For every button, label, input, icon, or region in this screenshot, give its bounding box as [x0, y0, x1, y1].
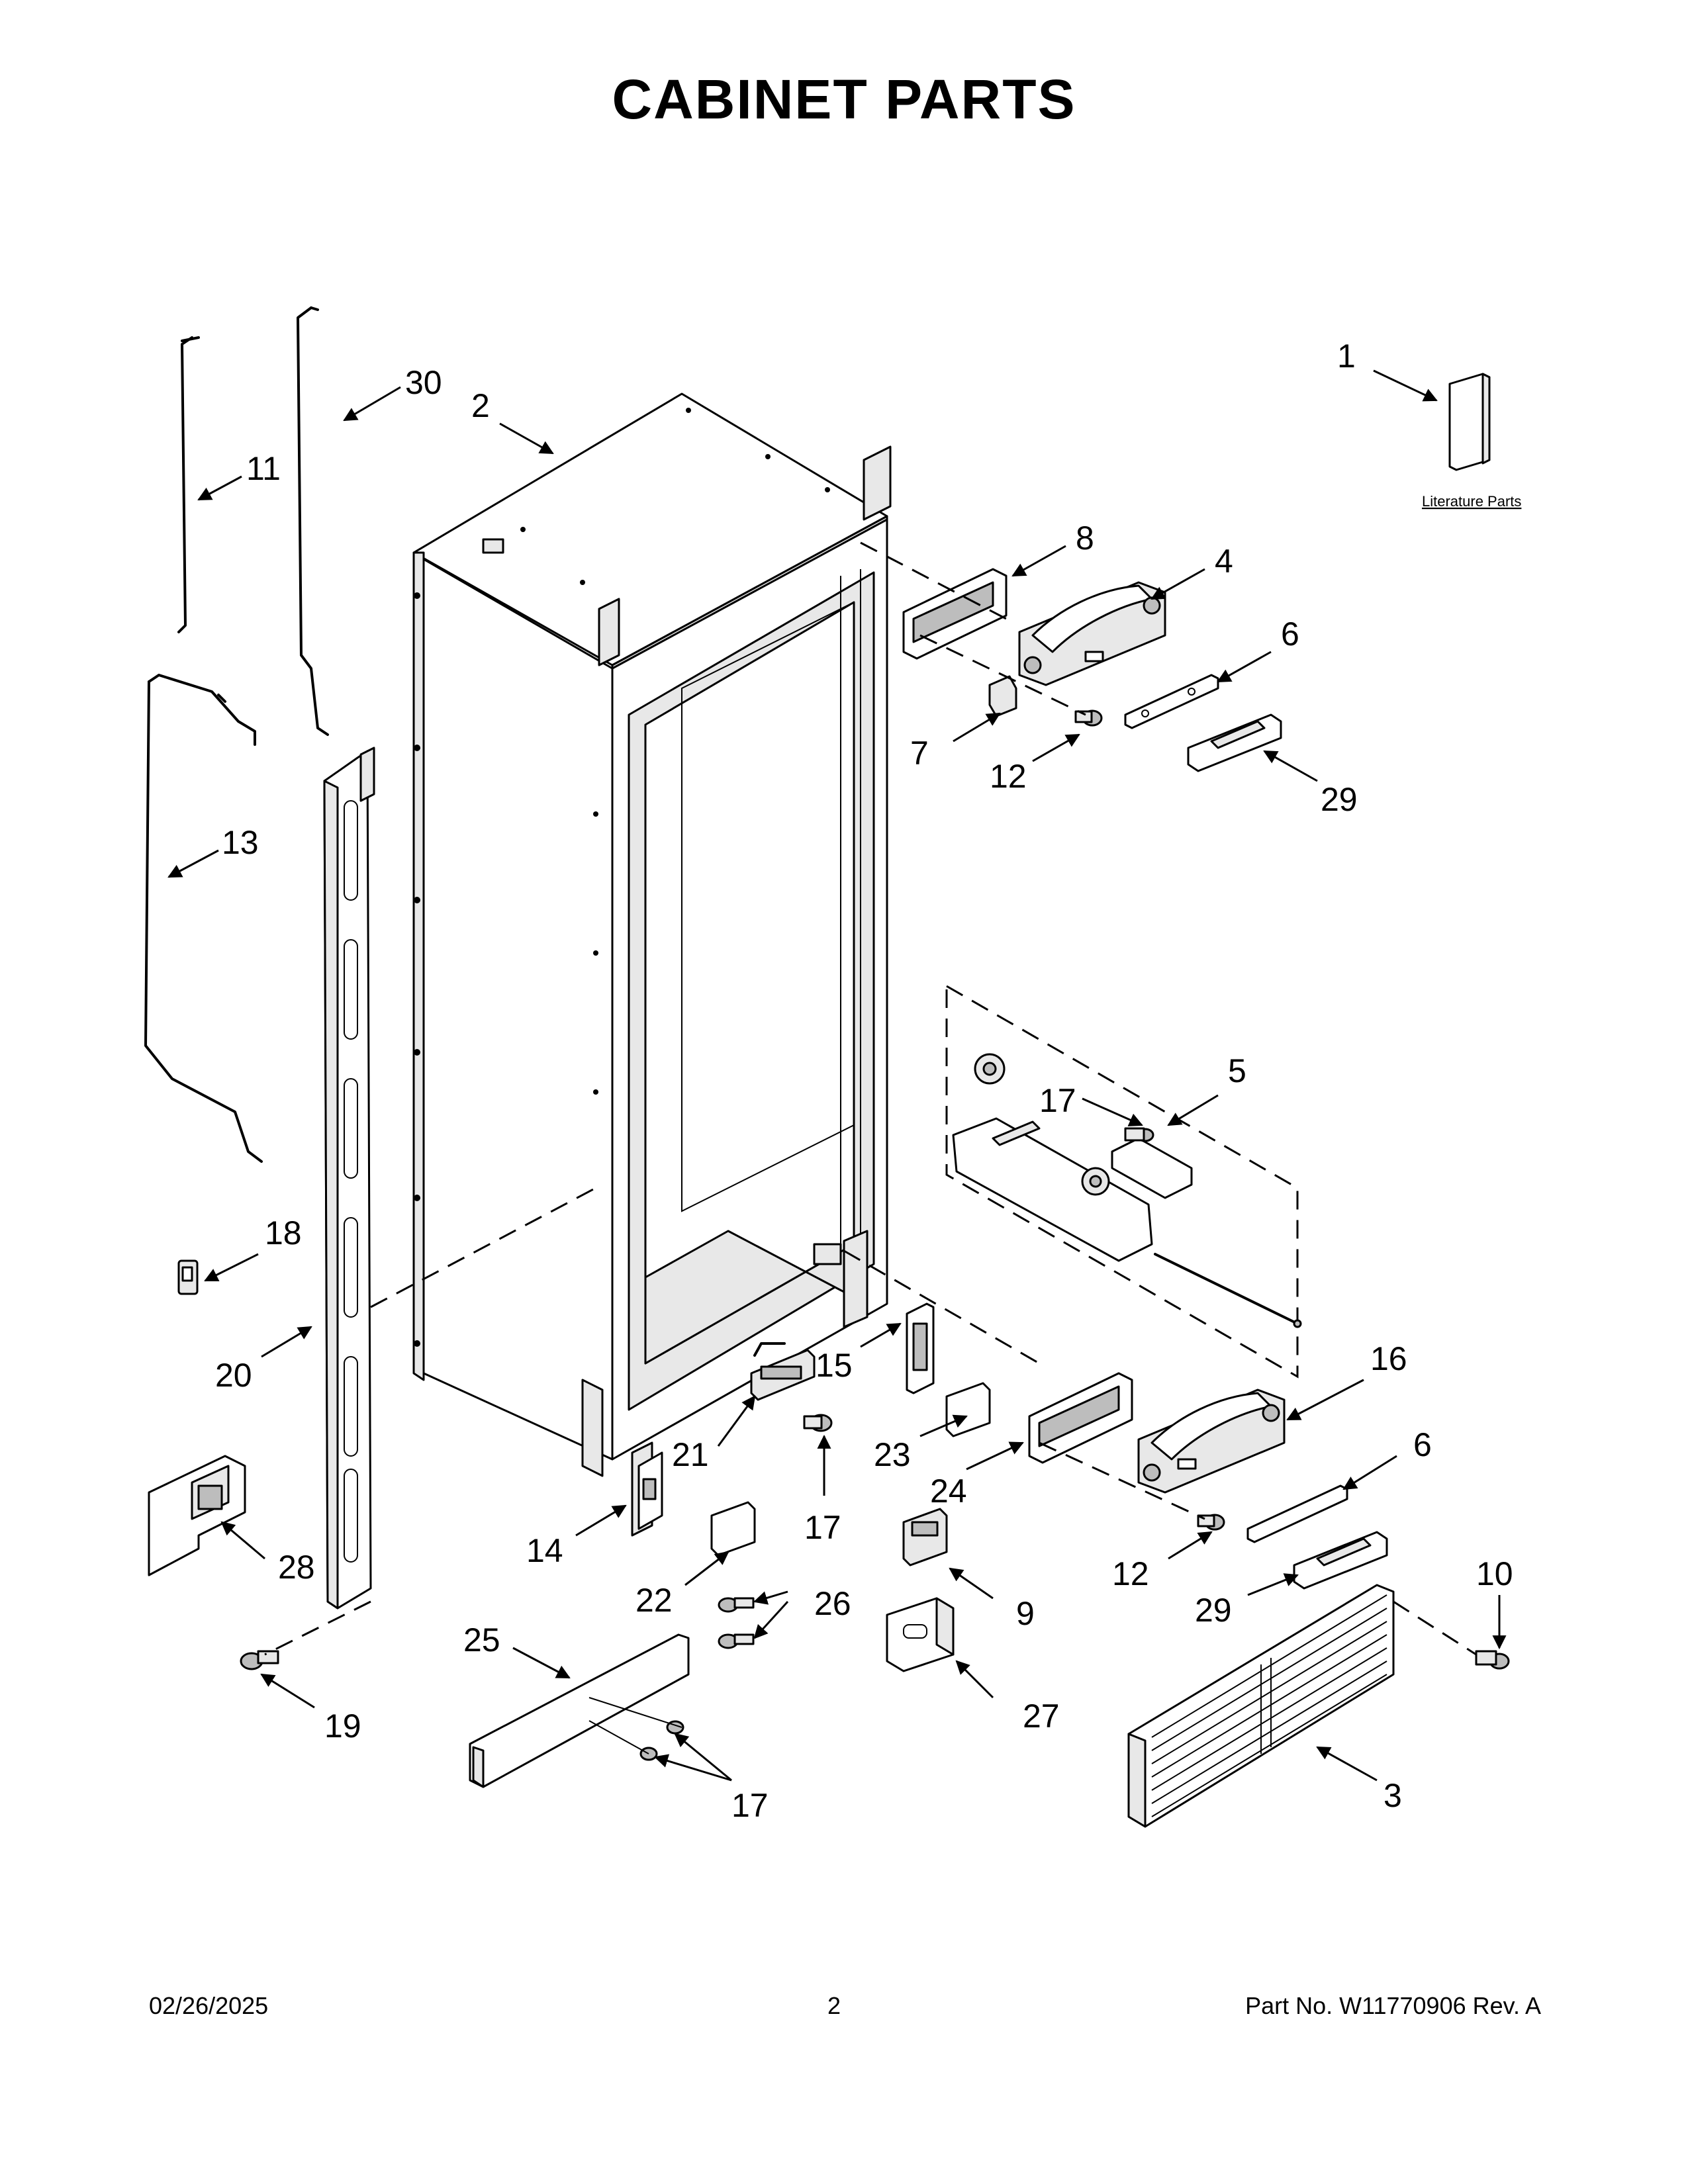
- leader-arrows: [167, 369, 1507, 1782]
- screws-26: [718, 1597, 755, 1649]
- side-trim-20: [323, 747, 375, 1610]
- wire-harness-11: [177, 336, 200, 633]
- heater-wire-13: [144, 674, 263, 1163]
- callout-17-middle: 17: [804, 1509, 841, 1546]
- screw-10: [1475, 1650, 1510, 1670]
- callout-15: 15: [816, 1347, 853, 1384]
- cabinet-shell: [412, 392, 892, 1477]
- literature-parts-label: Literature Parts: [1422, 493, 1521, 510]
- callout-3: 3: [1383, 1777, 1402, 1814]
- callout-14: 14: [526, 1532, 563, 1569]
- callout-29-lower: 29: [1195, 1592, 1232, 1629]
- callout-8: 8: [1076, 520, 1094, 557]
- callout-29-upper: 29: [1321, 781, 1358, 818]
- door-stop-29-lower: [1293, 1531, 1388, 1590]
- callout-12-upper: 12: [990, 758, 1027, 795]
- callout-13: 13: [222, 824, 259, 861]
- bracket-28: [148, 1455, 246, 1576]
- footer-page-number: 2: [827, 1992, 841, 2019]
- screw-17-middle: [803, 1414, 833, 1432]
- callout-27: 27: [1023, 1698, 1060, 1735]
- callout-25: 25: [463, 1621, 500, 1659]
- plate-23: [945, 1382, 991, 1437]
- shim-22: [710, 1501, 756, 1557]
- tube-30: [297, 306, 329, 736]
- cover-27: [886, 1597, 955, 1672]
- bracket-14: [631, 1441, 663, 1537]
- assembly-lines: [264, 541, 1477, 1754]
- callout-26: 26: [814, 1585, 851, 1622]
- callout-4: 4: [1215, 543, 1233, 580]
- grille-3: [1127, 1584, 1395, 1828]
- literature-parts-1: [1448, 373, 1491, 471]
- callout-12-lower: 12: [1112, 1555, 1149, 1592]
- handle-trim-24: [1028, 1372, 1133, 1464]
- clip-18: [177, 1259, 199, 1295]
- callout-2: 2: [471, 387, 490, 424]
- callout-17-kit: 17: [1039, 1082, 1076, 1119]
- screw-12-upper: [1074, 709, 1103, 727]
- callout-11: 11: [246, 450, 281, 487]
- callout-22: 22: [635, 1582, 673, 1619]
- callout-5: 5: [1228, 1052, 1246, 1089]
- callout-17-lower: 17: [731, 1787, 769, 1824]
- callout-30: 30: [405, 364, 442, 401]
- switch-9: [902, 1508, 948, 1567]
- sensor-21: [750, 1342, 816, 1401]
- hinge-kit-5: [952, 1053, 1302, 1328]
- hinge-plate-6-lower: [1246, 1484, 1348, 1543]
- callout-labels: 1 Literature Parts 2 30 11 13 8 4 6 7 12…: [215, 338, 1521, 1824]
- callout-21: 21: [672, 1436, 709, 1473]
- callout-1: 1: [1337, 338, 1356, 375]
- callout-20: 20: [215, 1357, 252, 1394]
- screw-19: [240, 1650, 279, 1670]
- callout-24: 24: [930, 1473, 967, 1510]
- callout-16: 16: [1370, 1340, 1407, 1377]
- door-stop-29-upper: [1187, 713, 1282, 772]
- footer-part-number: Part No. W11770906 Rev. A: [1245, 1992, 1541, 2019]
- cam-7: [988, 675, 1017, 717]
- callout-7: 7: [910, 735, 929, 772]
- screws-17-lower: [639, 1720, 684, 1761]
- callout-23: 23: [874, 1436, 911, 1473]
- hinge-lower-16: [1137, 1388, 1286, 1494]
- callout-19: 19: [324, 1707, 361, 1745]
- callout-6-upper: 6: [1281, 615, 1299, 653]
- callout-6-lower: 6: [1413, 1426, 1432, 1463]
- handle-trim-8: [902, 568, 1008, 660]
- callout-28: 28: [278, 1549, 315, 1586]
- bracket-15: [906, 1302, 935, 1394]
- page-title: CABINET PARTS: [612, 68, 1076, 130]
- hinge-plate-6: [1124, 674, 1219, 729]
- footer-date: 02/26/2025: [149, 1992, 269, 2019]
- hinge-upper-4: [1018, 581, 1166, 686]
- callout-18: 18: [265, 1214, 302, 1251]
- callout-9: 9: [1016, 1595, 1035, 1632]
- kickplate-25: [469, 1633, 690, 1788]
- callout-10: 10: [1476, 1555, 1513, 1592]
